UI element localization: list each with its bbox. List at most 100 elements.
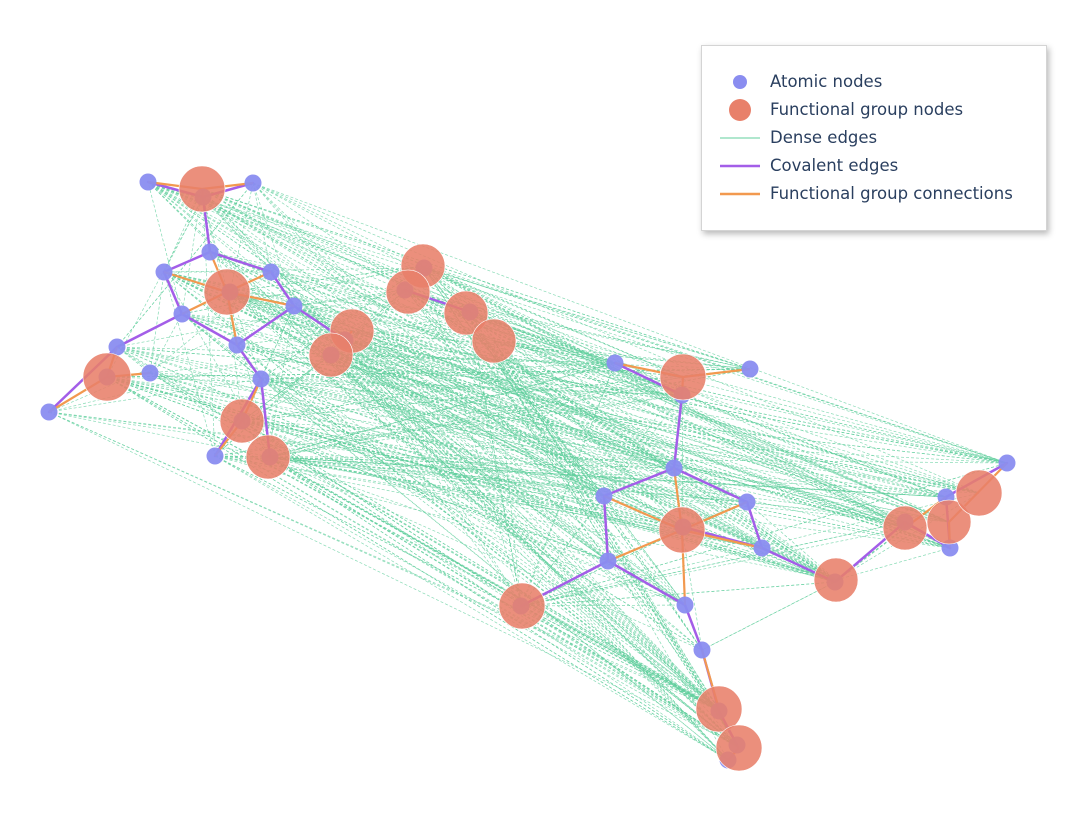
dense-edge xyxy=(181,313,262,380)
dense-edge xyxy=(241,420,740,749)
dense-edge xyxy=(201,188,751,370)
dense-edge xyxy=(149,372,683,396)
atomic-node xyxy=(252,370,270,388)
dense-edge xyxy=(241,420,605,497)
dense-edge xyxy=(48,411,738,746)
covalent-edge xyxy=(602,466,676,498)
dense-edge xyxy=(260,265,424,380)
dense-edge xyxy=(520,605,720,710)
dense-edge xyxy=(229,291,720,710)
dense-edge xyxy=(423,267,763,549)
dense-edge xyxy=(404,289,686,606)
dense-edge xyxy=(106,376,683,396)
dense-edge xyxy=(116,346,740,749)
dense-edge xyxy=(252,182,1008,464)
dense-edge xyxy=(422,265,616,364)
dense-edge xyxy=(163,271,748,503)
dense-edge xyxy=(214,455,683,531)
dense-edge xyxy=(241,420,836,583)
dense-edge xyxy=(236,344,906,523)
covalent-edge xyxy=(606,559,687,607)
dense-edge xyxy=(422,265,684,378)
dense-edge xyxy=(209,251,609,562)
dense-edge xyxy=(147,181,738,746)
dense-edge xyxy=(202,196,950,523)
dense-edge xyxy=(293,305,837,581)
atomic-node xyxy=(155,263,173,281)
dense-edge xyxy=(163,271,836,583)
legend-item-atomic-nodes[interactable]: Atomic nodes xyxy=(702,68,1046,96)
dense-edge xyxy=(214,455,720,712)
dense-edge xyxy=(521,604,686,607)
dense-edge xyxy=(202,196,836,583)
dense-edge xyxy=(260,378,675,469)
dense-edge xyxy=(236,344,740,749)
atomic-node-marker-icon xyxy=(733,75,747,89)
dense-edge xyxy=(493,340,740,749)
dense-edge xyxy=(116,291,409,348)
functional-group-node xyxy=(245,434,291,480)
dense-edge xyxy=(209,251,837,581)
dense-edge xyxy=(106,376,243,422)
legend-item-covalent-edges[interactable]: Covalent edges xyxy=(702,152,1046,180)
dense-edge xyxy=(330,354,951,549)
dense-edge xyxy=(330,354,738,746)
dense-edge xyxy=(423,267,605,497)
dense-edge xyxy=(236,330,353,346)
dense-edge xyxy=(181,313,951,549)
dense-edge xyxy=(201,188,947,498)
dense-edge xyxy=(269,456,980,494)
dense-edge xyxy=(106,196,204,378)
dense-edge xyxy=(229,182,254,293)
dense-edge xyxy=(260,378,906,529)
dense-edge xyxy=(252,182,272,273)
dense-edge xyxy=(226,291,720,712)
dense-edge xyxy=(260,378,703,651)
dense-edge xyxy=(293,289,406,307)
dense-edge xyxy=(260,362,616,380)
dense-edge xyxy=(106,376,684,528)
dense-edge xyxy=(344,339,947,498)
dense-edge xyxy=(201,188,729,761)
dense-edge xyxy=(226,291,763,549)
dense-edge xyxy=(181,313,729,761)
dense-edge xyxy=(469,311,1008,464)
dense-edge xyxy=(330,354,686,606)
functional-group-node xyxy=(695,685,743,733)
dense-edge xyxy=(252,182,950,523)
dense-edge xyxy=(149,313,183,374)
dense-edge xyxy=(241,420,720,712)
dense-edge xyxy=(267,456,763,549)
dense-edge xyxy=(236,344,906,529)
dense-edge xyxy=(293,305,703,651)
dense-edge xyxy=(202,196,720,712)
dense-edge xyxy=(201,188,950,523)
dense-edge xyxy=(521,581,836,607)
dense-edge xyxy=(351,330,906,523)
dense-edge xyxy=(147,181,609,562)
legend-item-functional-group-nodes[interactable]: Functional group nodes xyxy=(702,96,1046,124)
dense-edge xyxy=(465,312,950,523)
dense-edge xyxy=(330,354,837,581)
atomic-node xyxy=(228,336,246,354)
dense-edge xyxy=(330,354,1008,464)
dense-edge xyxy=(201,188,1008,464)
dense-edge xyxy=(149,372,837,581)
legend-item-functional-group-connections[interactable]: Functional group connections xyxy=(702,180,1046,208)
dense-edge xyxy=(241,420,609,562)
functional-group-node xyxy=(926,499,972,545)
atomic-node xyxy=(676,596,694,614)
atomic-node xyxy=(262,263,280,281)
legend-item-dense-edges[interactable]: Dense edges xyxy=(702,124,1046,152)
dense-edge xyxy=(116,346,609,562)
functional-group-node xyxy=(82,352,132,402)
dense-edge xyxy=(267,456,703,651)
dense-edge xyxy=(407,291,720,710)
atomic-node xyxy=(753,539,771,557)
legend-label-functional-group-connections: Functional group connections xyxy=(770,184,1013,203)
atomic-node xyxy=(741,360,759,378)
dense-edge xyxy=(260,378,720,712)
dense-edge xyxy=(209,251,763,549)
